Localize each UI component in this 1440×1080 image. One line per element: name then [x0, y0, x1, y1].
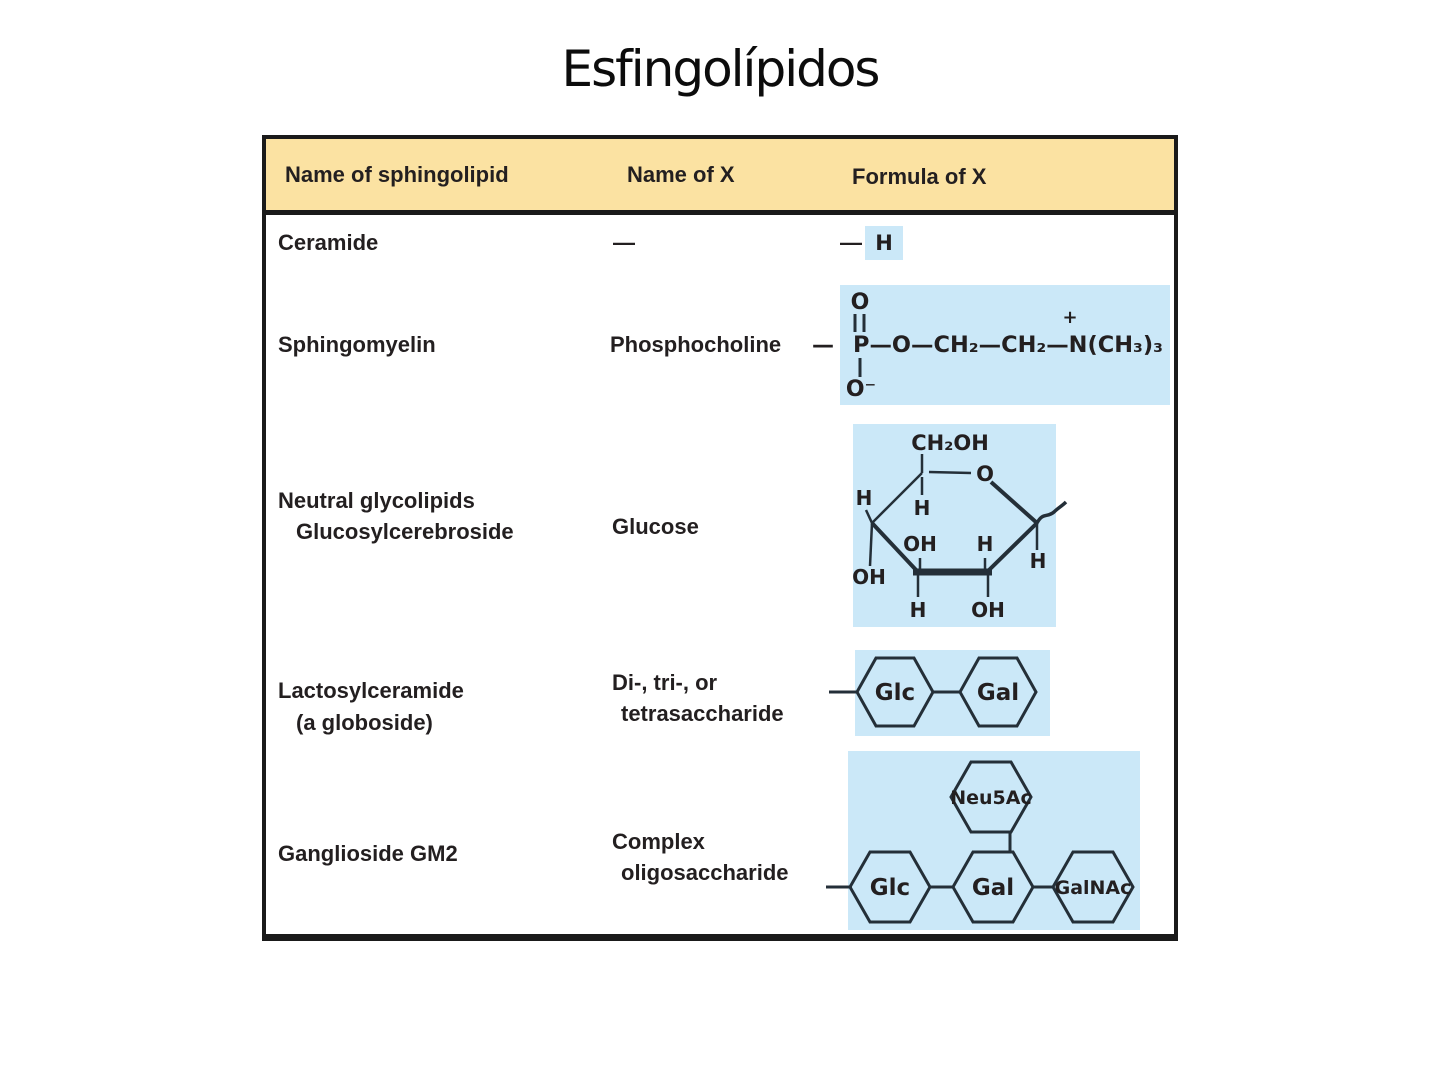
header-formula-of-x: Formula of X	[852, 164, 987, 189]
gm2-glc-label: Glc	[870, 875, 910, 901]
glucose-oh-c2-down: OH	[971, 598, 1005, 622]
header-name-of-sphingolipid: Name of sphingolipid	[285, 162, 509, 187]
row-ganglioside-x-name-line2: oligosaccharide	[621, 860, 789, 885]
glucose-h-c4-up: H	[856, 486, 873, 510]
gal-label: Gal	[977, 680, 1019, 706]
row-neutral-name-line1: Neutral glycolipids	[278, 488, 475, 513]
row-ganglioside-name: Ganglioside GM2	[278, 841, 458, 866]
row-ganglioside-x-name-line1: Complex	[612, 829, 705, 854]
glucose-h-c5: H	[914, 496, 931, 520]
glucose-h-c1-down: H	[1030, 549, 1047, 573]
glucose-ring-bonds	[870, 454, 1039, 576]
table-header-band	[266, 139, 1174, 215]
gm2-gal-label: Gal	[972, 875, 1014, 901]
row-ceramide-bond-dash: —	[840, 230, 862, 255]
glucose-h-c2-up: H	[977, 532, 994, 556]
row-ceramide-x-name-dash: —	[613, 230, 635, 255]
row-ceramide-name: Ceramide	[278, 230, 379, 255]
row-lactosyl-x-name-line2: tetrasaccharide	[621, 701, 784, 726]
glucose-substituent-bonds	[864, 477, 1039, 597]
glucose-highlight	[853, 424, 1056, 627]
row-lactosyl-name-line1: Lactosylceramide	[278, 678, 464, 703]
glucose-h-c3-down: H	[910, 598, 927, 622]
phosphocholine-structure: — O P—O—CH₂—CH₂—N(CH₃)₃ + O⁻	[812, 285, 1170, 405]
row-sphingomyelin-name: Sphingomyelin	[278, 332, 436, 357]
row-lactosyl-x-name-line1: Di-, tri-, or	[612, 670, 718, 695]
row-lactosyl-name-line2: (a globoside)	[296, 710, 433, 735]
header-name-of-x: Name of X	[627, 162, 735, 187]
lactosylceramide-structure: Glc Gal	[829, 650, 1050, 736]
gal-hexagon	[958, 656, 1038, 728]
nitrogen-charge-plus: +	[1062, 307, 1077, 328]
gm2-galnac-hexagon	[1051, 850, 1135, 924]
glucose-oh-c3-up: OH	[903, 532, 937, 556]
row-sphingomyelin-x-name: Phosphocholine	[610, 332, 782, 357]
gm2-neu5ac-hexagon	[949, 760, 1033, 834]
row-neutral-x-name: Glucose	[612, 514, 699, 539]
glucose-ring-oxygen: O	[976, 462, 994, 486]
phosphocholine-bond-dash: —	[812, 333, 834, 358]
ganglioside-structure: Glc Gal GalNAc Neu5Ac	[826, 751, 1140, 930]
glucose-oh-c4-down: OH	[852, 565, 886, 589]
glucose-anomeric-bond	[1035, 500, 1068, 524]
phosphocholine-chain: P—O—CH₂—CH₂—N(CH₃)₃	[853, 333, 1163, 358]
glucose-ch2oh: CH₂OH	[911, 431, 989, 455]
glucose-structure: CH₂OH O H H OH OH H H OH H	[852, 424, 1068, 627]
ceramide-h-highlight: H	[865, 226, 903, 260]
gm2-galnac-label: GalNAc	[1055, 877, 1132, 899]
ganglioside-highlight	[848, 751, 1140, 930]
ceramide-formula-h: H	[875, 231, 893, 255]
p-o-double-bond	[853, 314, 866, 332]
phosphocholine-highlight	[840, 285, 1170, 405]
phosphorus-bottom-oxygen: O⁻	[846, 377, 876, 402]
row-neutral-name-line2: Glucosylcerebroside	[296, 519, 514, 544]
glc-label: Glc	[875, 680, 915, 706]
gm2-neu5ac-label: Neu5Ac	[950, 787, 1032, 809]
phosphorus-top-oxygen: O	[851, 290, 870, 315]
slide-title: Esfingolípidos	[561, 40, 881, 98]
